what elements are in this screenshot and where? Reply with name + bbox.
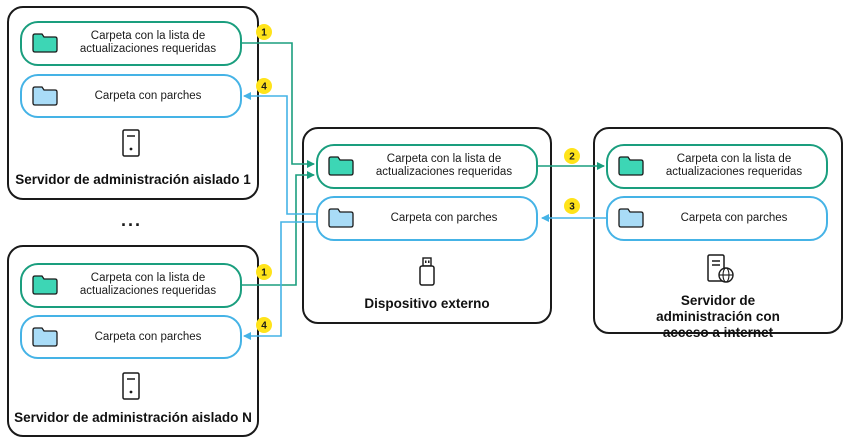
svg-text:3: 3 — [569, 202, 575, 213]
folder-label: Carpeta con parches — [680, 212, 788, 224]
svg-text:1: 1 — [261, 28, 267, 39]
badge-step-2: 2 — [564, 148, 580, 164]
folder-label: Carpeta con parches — [94, 90, 202, 102]
folder-label: Carpeta con la lista de actualizaciones … — [375, 153, 513, 178]
updates-list-folder-server-1 — [20, 21, 242, 66]
web-server-icon — [707, 254, 734, 283]
isolated-server-n-label: Servidor de administración aislado N — [14, 410, 252, 425]
updates-list-folder-external-device — [316, 144, 538, 189]
folder-label: Carpeta con la lista de actualizaciones … — [79, 272, 217, 297]
folder-label: Carpeta con parches — [94, 331, 202, 343]
external-device-label: Dispositivo externo — [364, 296, 490, 311]
badge-step-3: 3 — [564, 198, 580, 214]
svg-text:4: 4 — [261, 82, 267, 93]
internet-server-label: Servidor de administración con acceso a … — [656, 293, 780, 340]
server-icon — [122, 372, 140, 400]
folder-label: Carpeta con parches — [390, 212, 498, 224]
folder-icon — [32, 327, 58, 347]
folder-icon — [32, 33, 58, 53]
folder-icon — [328, 208, 354, 228]
folder-label: Carpeta con la lista de actualizaciones … — [665, 153, 803, 178]
usb-drive-icon — [419, 257, 435, 286]
isolated-server-1-label: Servidor de administración aislado 1 — [15, 172, 251, 187]
svg-text:1: 1 — [261, 268, 267, 279]
svg-text:4: 4 — [261, 321, 267, 332]
folder-icon — [32, 86, 58, 106]
svg-text:2: 2 — [569, 152, 575, 163]
more-servers-ellipsis: ... — [121, 210, 143, 230]
folder-label: Carpeta con la lista de actualizaciones … — [79, 30, 217, 55]
folder-icon — [618, 208, 644, 228]
folder-icon — [32, 275, 58, 295]
server-icon — [122, 129, 140, 157]
folder-icon — [328, 156, 354, 176]
folder-icon — [618, 156, 644, 176]
